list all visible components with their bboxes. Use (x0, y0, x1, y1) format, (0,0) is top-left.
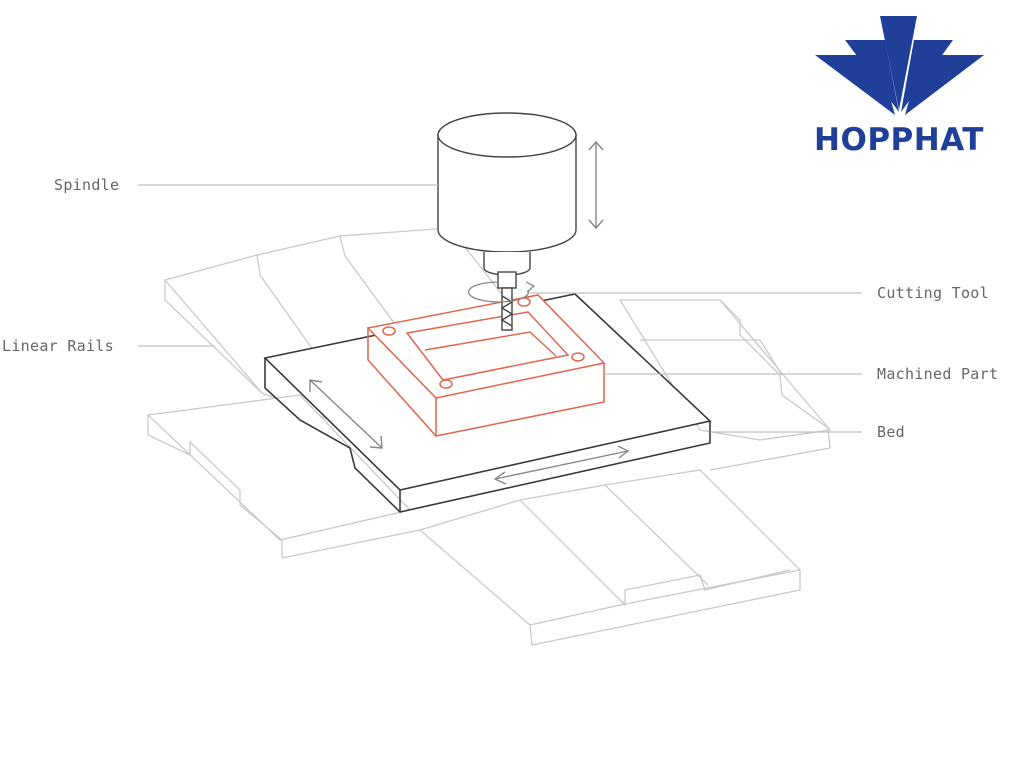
label-linear-rails: Linear Rails (2, 337, 114, 355)
spindle (437, 112, 577, 331)
brand-name: HOPPHAT (814, 122, 984, 158)
rail-upper-left-edge (164, 280, 263, 394)
part-pocket-inner (424, 331, 557, 357)
label-bed: Bed (877, 423, 905, 441)
double-arrow-icon (309, 379, 383, 449)
brand-logo: HOPPHAT (814, 16, 984, 158)
rail-right-upper-groove (640, 339, 783, 376)
rail-left-lower-edge (147, 415, 283, 558)
label-machined-part: Machined Part (877, 365, 998, 383)
rail-right-upper-edge (709, 299, 831, 471)
rotation-arrow-icon (468, 281, 536, 303)
part-hole (439, 379, 453, 389)
rail-lower-right-groove-2 (604, 484, 709, 586)
double-arrow-icon (493, 445, 630, 485)
double-arrow-icon (588, 140, 604, 230)
rail-left-lower-bottom (281, 529, 421, 559)
hopphat-logo-icon (815, 16, 984, 115)
leader-lines (138, 184, 862, 433)
part-pocket (405, 311, 570, 381)
machined-part (366, 294, 606, 437)
spindle-top (437, 112, 577, 158)
part-hole (571, 352, 585, 362)
spindle-chuck (497, 271, 517, 289)
rail-lower-right-groove (519, 499, 791, 607)
part-hole (382, 326, 396, 336)
rail-lower-right-edge (529, 570, 801, 646)
cutting-tool-bit (501, 287, 513, 331)
label-spindle: Spindle (54, 176, 119, 194)
linear-rails (146, 227, 832, 646)
bed-side (264, 358, 711, 513)
label-cutting-tool: Cutting Tool (877, 284, 989, 302)
spindle-body (437, 134, 577, 253)
rail-lower-right (418, 469, 802, 626)
